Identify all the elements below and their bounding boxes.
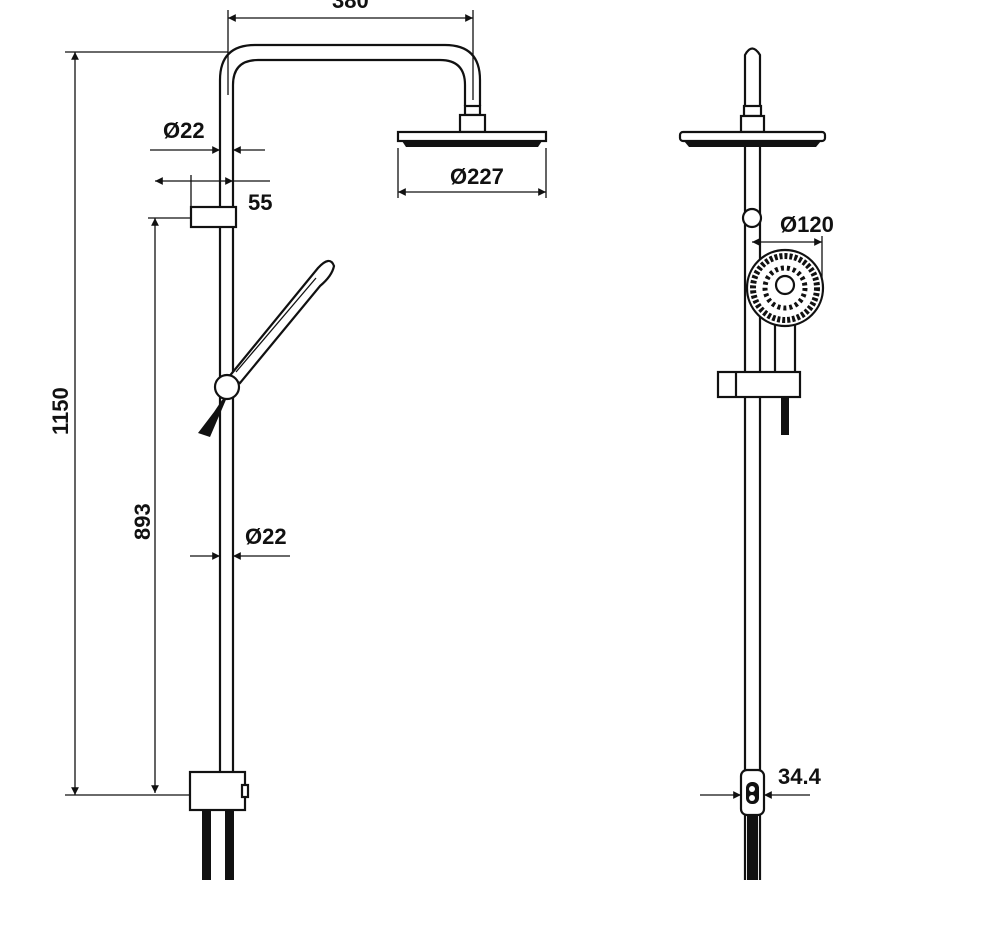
overhead-shower-head xyxy=(396,130,548,143)
side-slide-holder xyxy=(716,370,802,399)
dim-arm-reach: 380 xyxy=(332,0,369,13)
dim-pipe-diameter-top: Ø22 xyxy=(163,118,205,143)
side-inlet-hose xyxy=(747,815,758,880)
side-view: Ø120 34.4 xyxy=(678,47,834,880)
side-rod xyxy=(743,47,762,880)
top-bracket xyxy=(189,205,238,229)
dim-bracket-height: 893 xyxy=(130,503,155,540)
dim-total-height: 1150 xyxy=(48,387,73,435)
dim-pipe-diameter-lower: Ø22 xyxy=(245,524,287,549)
inlet-hose xyxy=(225,810,234,880)
front-view: 380 Ø22 55 Ø227 1150 893 Ø22 xyxy=(48,0,548,880)
head-nut xyxy=(458,113,487,134)
inlet-hose xyxy=(202,810,211,880)
dim-bracket-offset: 55 xyxy=(248,190,272,215)
dim-head-diameter: Ø227 xyxy=(450,164,504,189)
dim-valve-width: 34.4 xyxy=(778,764,822,789)
side-hand-shower xyxy=(716,248,825,435)
shower-arm xyxy=(218,43,482,775)
hand-shower xyxy=(198,259,336,437)
side-ball-joint xyxy=(741,207,763,229)
side-overhead-head xyxy=(678,130,827,143)
slide-holder xyxy=(213,373,241,401)
dim-hand-shower-diameter: Ø120 xyxy=(780,212,834,237)
bottom-valve xyxy=(188,770,247,812)
